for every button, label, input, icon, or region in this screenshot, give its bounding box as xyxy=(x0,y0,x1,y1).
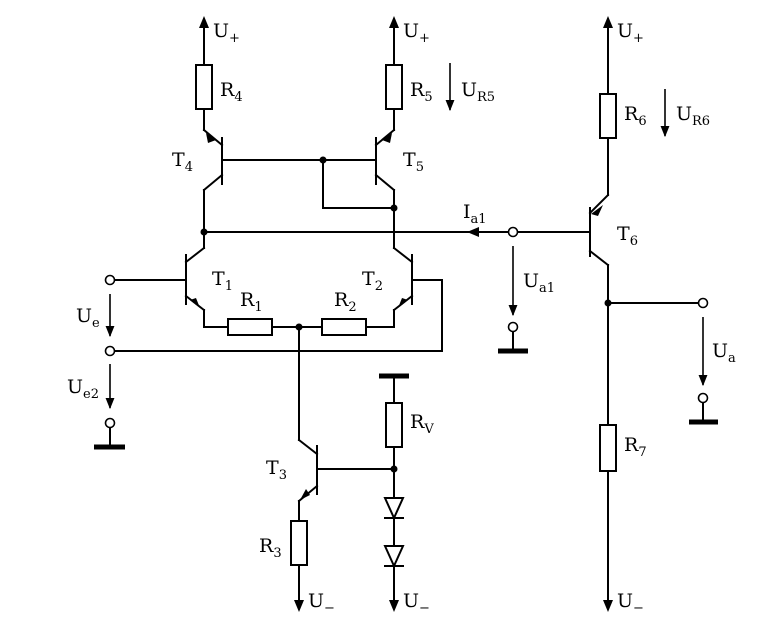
node xyxy=(390,204,398,212)
label-r3: R3 xyxy=(259,535,282,561)
supply-neg-2 xyxy=(389,600,399,612)
label-supply-neg-1: U− xyxy=(308,590,335,616)
resistor-rv xyxy=(385,402,403,448)
label-r5: R5 xyxy=(410,79,433,105)
label-rv: RV xyxy=(410,411,434,437)
transistor-t6 xyxy=(588,137,610,426)
resistor-r7 xyxy=(599,424,617,472)
terminal-ground-ua1 xyxy=(507,321,519,333)
label-r6: R6 xyxy=(624,103,647,129)
label-ua1: Ua1 xyxy=(523,270,555,296)
label-t2: T2 xyxy=(362,268,383,294)
label-t5: T5 xyxy=(403,149,424,175)
label-r7: R7 xyxy=(624,434,647,460)
transistor-t2 xyxy=(392,246,414,328)
supply-pos-2 xyxy=(389,16,399,66)
node xyxy=(604,299,612,307)
transistor-t4 xyxy=(202,108,224,233)
supply-pos-1 xyxy=(199,16,209,66)
wire-input-t2 xyxy=(411,279,443,352)
label-ua: Ua xyxy=(712,340,736,366)
label-t4: T4 xyxy=(172,149,193,175)
label-t1: T1 xyxy=(212,268,233,294)
current-arrow-ia1 xyxy=(467,227,479,237)
label-supply-neg-2: U− xyxy=(403,590,430,616)
resistor-r1 xyxy=(227,318,273,336)
label-t6: T6 xyxy=(617,223,638,249)
terminal-ground-ue2 xyxy=(104,417,116,429)
label-supply-pos-3: U+ xyxy=(617,20,644,46)
diode-1 xyxy=(383,497,405,521)
label-t3: T3 xyxy=(266,457,287,483)
terminal-ground-ua xyxy=(697,392,709,404)
label-ur6: UR6 xyxy=(676,103,710,129)
supply-pos-3 xyxy=(603,16,613,95)
label-ue2: Ue2 xyxy=(67,376,99,402)
wire-diode-t5 xyxy=(322,159,395,209)
label-r4: R4 xyxy=(220,79,243,105)
label-supply-neg-3: U− xyxy=(617,590,644,616)
diode-2 xyxy=(383,545,405,569)
resistor-r3 xyxy=(290,520,308,566)
label-r1: R1 xyxy=(240,289,263,315)
node xyxy=(319,156,327,164)
resistor-r4 xyxy=(195,64,213,110)
terminal-ua1 xyxy=(507,226,519,238)
label-ue: Ue xyxy=(76,305,100,331)
transistor-t1 xyxy=(184,231,206,328)
label-r2: R2 xyxy=(334,289,357,315)
resistor-r2 xyxy=(321,318,367,336)
terminal-ua xyxy=(697,297,709,309)
transistor-t5 xyxy=(374,108,396,249)
transistor-t3 xyxy=(297,326,319,522)
label-supply-pos-2: U+ xyxy=(403,20,430,46)
label-ur5: UR5 xyxy=(461,79,495,105)
resistor-r5 xyxy=(385,64,403,110)
label-ia1: Ia1 xyxy=(463,201,487,227)
supply-neg-3 xyxy=(603,600,613,612)
supply-neg-1 xyxy=(294,600,304,612)
resistor-r6 xyxy=(599,93,617,139)
terminal-ue xyxy=(104,274,116,286)
label-supply-pos-1: U+ xyxy=(213,20,240,46)
terminal-ue-lower xyxy=(104,345,116,357)
